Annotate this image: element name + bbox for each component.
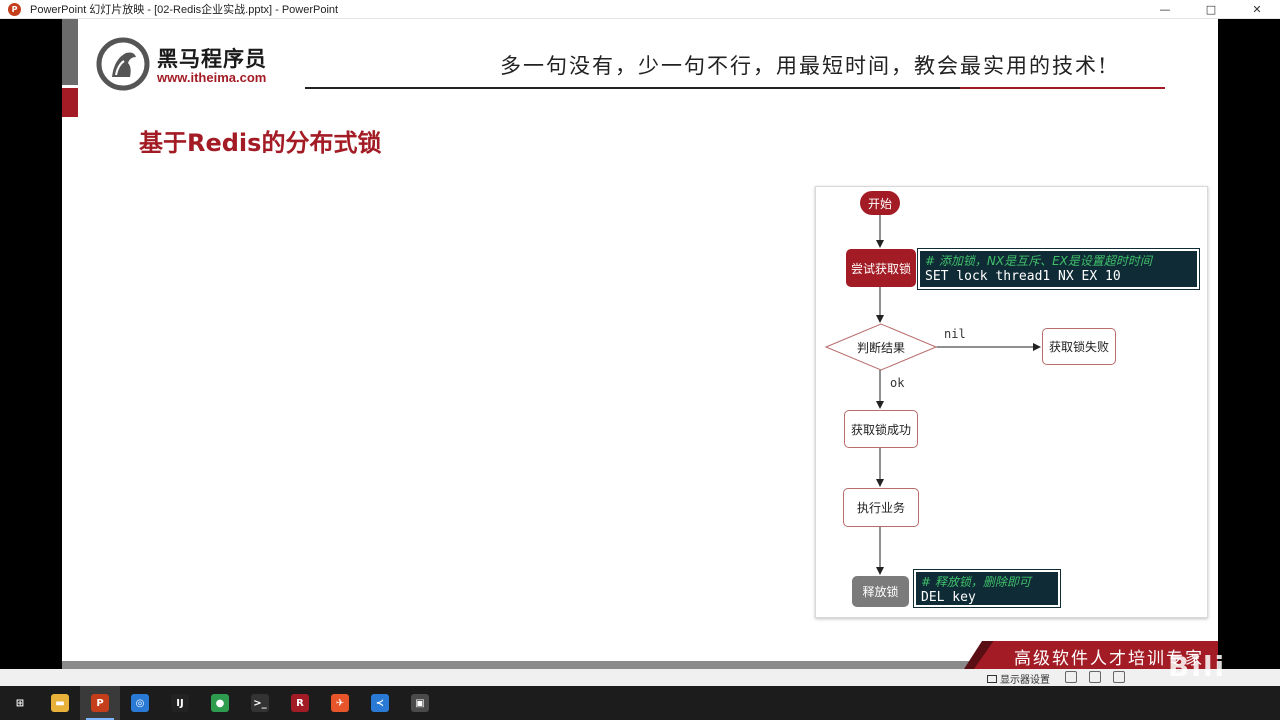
code-set-command: SET lock thread1 NX EX 10 (925, 269, 1121, 284)
flowchart-connectors (824, 215, 1041, 575)
powerpoint-icon: P (91, 694, 109, 712)
display-settings-label: 显示器设置 (1000, 675, 1050, 686)
window-controls: — □ ✕ (1142, 0, 1280, 19)
edge-label-nil: nil (944, 327, 966, 341)
vscode-icon: ≺ (371, 694, 389, 712)
taskbar-terminal[interactable]: >_ (240, 686, 280, 720)
code-set-lock: # 添加锁，NX是互斥、EX是设置超时时间 SET lock thread1 N… (917, 248, 1200, 290)
slide-margin-right (1218, 19, 1280, 669)
taskbar-redis-app[interactable]: R (280, 686, 320, 720)
taskbar-powerpoint[interactable]: P (80, 686, 120, 720)
flowchart-panel: 开始 尝试获取锁 # 添加锁，NX是互斥、EX是设置超时时间 SET lock … (815, 186, 1208, 618)
chrome-icon: ● (211, 694, 229, 712)
monitor-icon (987, 674, 997, 683)
slideshow-statusbar: 显示器设置 (0, 669, 1280, 686)
flow-node-fail: 获取锁失败 (1042, 328, 1116, 365)
browser-alt-icon: ◎ (131, 694, 149, 712)
taskbar-browser-alt[interactable]: ◎ (120, 686, 160, 720)
decor-bar-gray (62, 19, 78, 85)
file-explorer-icon: ▬ (51, 694, 69, 712)
slides-icon[interactable] (1113, 671, 1125, 683)
slideshow-controls (1065, 671, 1125, 683)
code-del-command: DEL key (921, 590, 976, 605)
taskbar: ⊞ ▬ P ◎ IJ ● >_ R ✈ ≺ ▣ (0, 686, 1280, 720)
intellij-icon: IJ (171, 694, 189, 712)
flow-node-success: 获取锁成功 (844, 410, 918, 448)
close-button[interactable]: ✕ (1252, 3, 1262, 16)
minimize-button[interactable]: — (1159, 3, 1171, 16)
screen-tool-icon: ▣ (411, 694, 429, 712)
redis-app-icon: R (291, 694, 309, 712)
horse-logo-icon (96, 37, 150, 91)
flow-node-start: 开始 (860, 191, 900, 215)
taskbar-screen-tool[interactable]: ▣ (400, 686, 440, 720)
windows-start-icon: ⊞ (11, 694, 29, 712)
code-del-comment: # 释放锁，删除即可 (921, 575, 1031, 589)
taskbar-chrome[interactable]: ● (200, 686, 240, 720)
slide-title: 基于Redis的分布式锁 (139, 129, 382, 157)
brand-url: www.itheima.com (157, 70, 267, 85)
postman-icon: ✈ (331, 694, 349, 712)
brand-name: 黑马程序员 (157, 47, 267, 71)
maximize-button[interactable]: □ (1205, 3, 1217, 16)
flow-node-release: 释放锁 (852, 576, 909, 607)
window-title: PowerPoint 幻灯片放映 - [02-Redis企业实战.pptx] -… (30, 4, 339, 16)
slogan: 多一句没有，少一句不行，用最短时间，教会最实用的技术! (500, 54, 1109, 78)
taskbar-intellij[interactable]: IJ (160, 686, 200, 720)
slide-footer-bar (62, 661, 1218, 669)
flow-node-try-lock: 尝试获取锁 (846, 249, 916, 287)
decor-bar-red (62, 88, 78, 117)
taskbar-file-explorer[interactable]: ▬ (40, 686, 80, 720)
slogan-underline (305, 87, 1165, 89)
judge-diamond (824, 323, 938, 371)
slogan-underline-accent (960, 87, 1165, 89)
slide[interactable]: 黑马程序员 www.itheima.com 多一句没有，少一句不行，用最短时间，… (62, 19, 1218, 669)
taskbar-windows-start[interactable]: ⊞ (0, 686, 40, 720)
banner-text: 高级软件人才培训专家 (1014, 649, 1204, 669)
powerpoint-icon: P (8, 2, 21, 16)
taskbar-postman[interactable]: ✈ (320, 686, 360, 720)
flow-node-judge: 判断结果 (856, 340, 905, 355)
terminal-icon: >_ (251, 694, 269, 712)
edge-label-ok: ok (890, 376, 905, 390)
slide-banner (974, 641, 1218, 669)
code-del-lock: # 释放锁，删除即可 DEL key (913, 569, 1061, 608)
settings-icon[interactable] (1065, 671, 1077, 683)
code-set-comment: # 添加锁，NX是互斥、EX是设置超时时间 (925, 254, 1152, 268)
display-settings[interactable]: 显示器设置 (987, 671, 1050, 686)
window-titlebar: P PowerPoint 幻灯片放映 - [02-Redis企业实战.pptx]… (0, 0, 1280, 19)
flow-node-execute: 执行业务 (843, 488, 919, 527)
pen-icon[interactable] (1089, 671, 1101, 683)
taskbar-vscode[interactable]: ≺ (360, 686, 400, 720)
